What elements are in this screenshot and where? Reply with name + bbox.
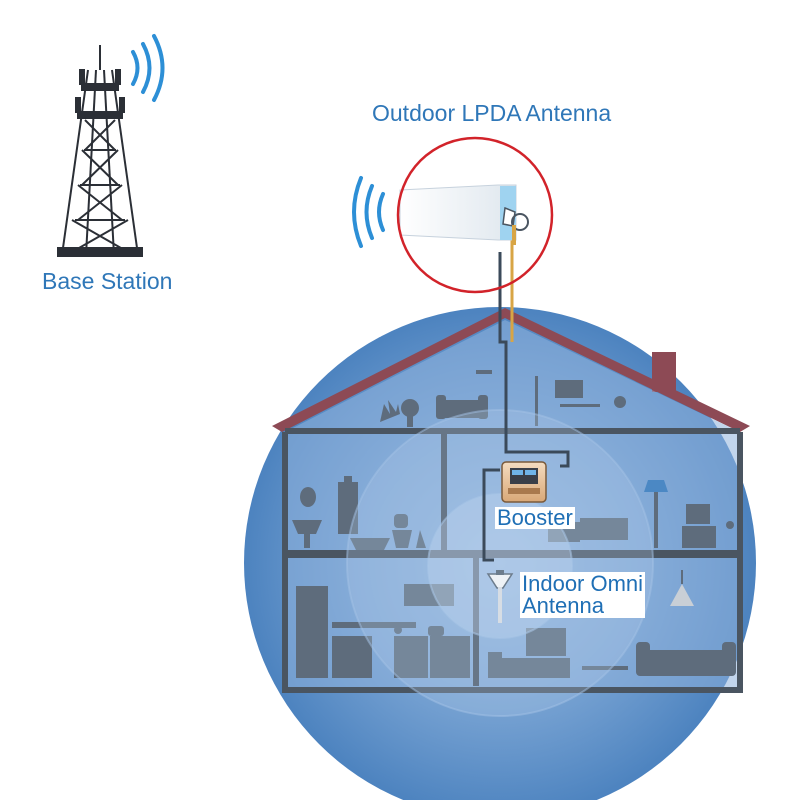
coverage-middle-circle [346,409,654,717]
indoor-antenna-label-line1: Indoor Omni [522,571,644,596]
base-station-label: Base Station [42,268,173,294]
outdoor-antenna-signal-waves [352,176,385,248]
attic-furniture [380,370,626,427]
booster-device [501,461,547,503]
house-chimney [652,352,676,392]
indoor-antenna-label: Indoor Omni Antenna [520,571,646,618]
indoor-omni-antenna [486,570,514,623]
living-room-furniture [488,570,736,678]
feeder-cable [482,238,570,562]
base-station-tower [57,45,143,257]
kitchen-furniture [296,584,470,678]
booster-label: Booster [495,505,575,530]
tower-signal-waves [131,34,165,102]
outdoor-antenna-highlight-circle [396,136,554,294]
indoor-antenna-label-line2: Antenna [522,593,604,618]
outdoor-antenna-label: Outdoor LPDA Antenna [372,100,612,126]
outdoor-lpda-antenna [399,184,529,245]
